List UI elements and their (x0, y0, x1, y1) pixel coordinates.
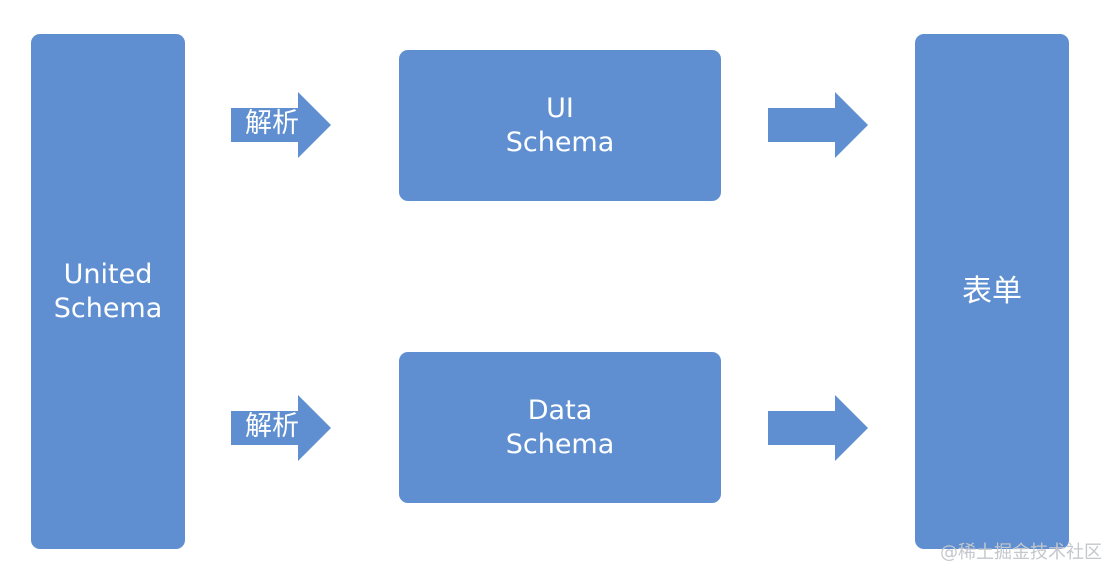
arrow-right-icon (768, 395, 868, 461)
parse-label: 解析 (245, 411, 299, 442)
ui-schema-label-line-2: Schema (505, 126, 615, 158)
united-schema-label-line-1: United (63, 258, 153, 290)
ui-schema-label-line-1: UI (546, 92, 574, 124)
output-arrow-bottom (768, 395, 868, 461)
arrow-right-icon (231, 92, 331, 158)
parse-arrow-bottom: 解析 (231, 395, 331, 461)
data-schema-label-line-2: Schema (505, 428, 615, 460)
united-schema-label-line-2: Schema (53, 292, 163, 324)
data-schema-node: Data Schema (399, 352, 721, 503)
data-schema-label-line-1: Data (527, 394, 593, 426)
watermark: @稀土掘金技术社区 (940, 542, 1102, 563)
form-label: 表单 (962, 273, 1022, 309)
form-node: 表单 (915, 34, 1069, 549)
arrow-right-icon (768, 92, 868, 158)
output-arrow-top (768, 92, 868, 158)
arrow-right-icon (231, 395, 331, 461)
ui-schema-node: UI Schema (399, 50, 721, 201)
united-schema-node: United Schema (31, 34, 185, 549)
parse-label: 解析 (245, 108, 299, 139)
parse-arrow-top: 解析 (231, 92, 331, 158)
